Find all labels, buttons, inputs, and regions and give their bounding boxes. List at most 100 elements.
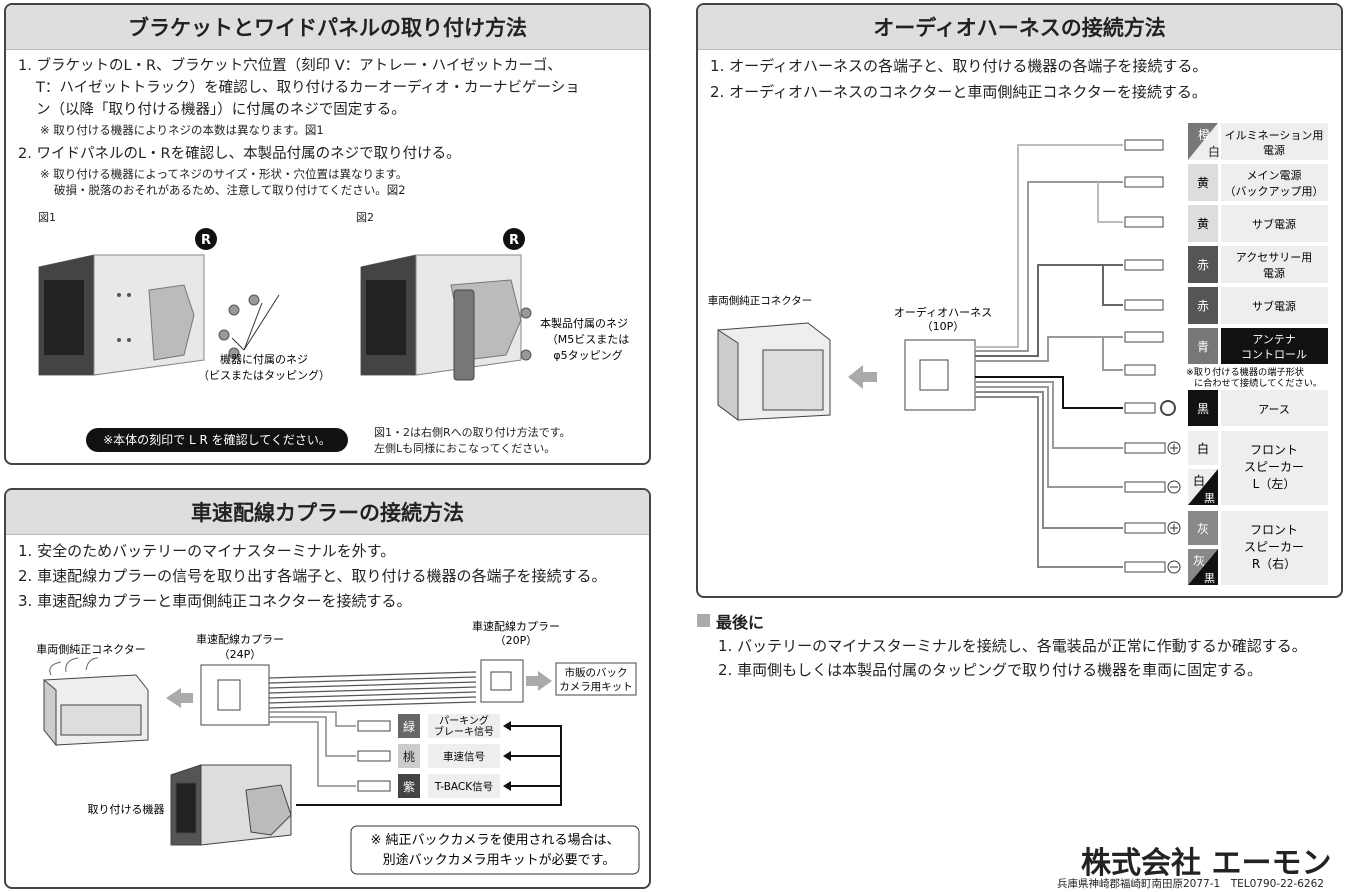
speaker-l-label-1: フロント	[1250, 443, 1298, 457]
final-step2: 2. 車両側もしくは本製品付属のタッピングで取り付ける機器を車両に固定する。	[718, 661, 1263, 679]
wire-color-1: 緑	[403, 719, 415, 734]
row4-color: 赤	[1197, 258, 1209, 272]
coupler20-label: 車速配線カプラー	[472, 620, 560, 633]
audio-row-7: 黒 アース	[1188, 390, 1328, 426]
row2-label-2: （バックアップ用）	[1225, 185, 1324, 198]
audio-row-5: 赤 サブ電源	[1188, 287, 1328, 324]
speaker-r-minus-color-a: 灰	[1193, 554, 1205, 568]
audio-row-2: 黄 メイン電源 （バックアップ用）	[1188, 164, 1328, 201]
fig1-r-mark: R	[201, 233, 211, 248]
speed-coupler-panel: 車速配線カプラーの接続方法 1. 安全のためバッテリーのマイナスターミナルを外す…	[4, 488, 651, 889]
lr-check-badge-text: ※本体の刻印で L R を確認してください。	[103, 433, 331, 447]
speaker-l-label-2: スピーカー	[1244, 460, 1304, 474]
lr-check-badge: ※本体の刻印で L R を確認してください。	[86, 428, 348, 452]
coupler20-pins: （20P）	[495, 634, 538, 647]
fig2-screw-label-2: （M5ビスまたは	[547, 333, 630, 346]
audio-diagram: 車両側純正コネクター オーディオハーネス （10P）	[708, 123, 1328, 585]
wire-color-box-1	[398, 714, 420, 738]
speed-diagram: 車両側純正コネクター 車速配線カプラー （24P） 車速配線カプラー （20P）	[36, 620, 640, 875]
terminal-note-1: ※取り付ける機器の端子形状	[1186, 366, 1304, 378]
wire-label-3: T-BACK信号	[434, 781, 493, 793]
final-marker	[697, 614, 710, 627]
wire-color-2: 桃	[403, 749, 415, 764]
bracket-step1-line2: T：ハイゼットトラック）を確認し、取り付けるカーオーディオ・カーナビゲーショ	[36, 80, 580, 96]
wire-label-box-1	[428, 714, 500, 738]
speaker-l-plus-color: 白	[1197, 441, 1209, 456]
speed-step3: 3. 車速配線カプラーと車両側純正コネクターを接続する。	[18, 592, 412, 610]
bracket-step2-note1: ※ 取り付ける機器によってネジのサイズ・形状・穴位置は異なります。	[40, 167, 408, 181]
speaker-r-label-2: スピーカー	[1244, 540, 1304, 554]
bracket-title: ブラケットとワイドパネルの取り付け方法	[6, 5, 649, 50]
speaker-left-group: 白 白 黒 フロント スピーカー L（左）	[1188, 431, 1328, 505]
row6-color: 青	[1197, 340, 1209, 354]
speed-device-label: 取り付ける機器	[88, 802, 165, 816]
final-title: 最後に	[716, 613, 765, 632]
speed-vehicle-connector-label: 車両側純正コネクター	[36, 642, 146, 656]
audio-step1: 1. オーディオハーネスの各端子と、取り付ける機器の各端子を接続する。	[710, 57, 1208, 75]
audio-row-6: 青 アンテナ コントロール	[1188, 328, 1328, 364]
speed-vehicle-connector	[43, 674, 149, 747]
wire-label-box-3	[428, 774, 500, 798]
speaker-l-minus-color-a: 白	[1193, 473, 1205, 488]
bracket-step1-line3: ン（以降「取り付ける機器」）に付属のネジで固定する。	[36, 102, 406, 118]
camera-kit-line2: カメラ用キット	[559, 681, 633, 693]
fig2-label: 図2	[356, 211, 374, 224]
audio-row-4: 赤 アクセサリー用 電源	[1188, 246, 1328, 283]
row5-label: サブ電源	[1252, 299, 1296, 313]
bracket-step1-note: ※ 取り付ける機器によりネジの本数は異なります。図1	[40, 123, 324, 137]
figure-note-1: 図1・2は右側Rへの取り付け方法です。	[374, 426, 571, 439]
speed-step1: 1. 安全のためバッテリーのマイナスターミナルを外す。	[18, 542, 396, 560]
row5-color: 赤	[1197, 299, 1209, 313]
speaker-l-minus-color-b: 黒	[1204, 492, 1215, 505]
fig2-screw-label-3: φ5タッピング	[553, 348, 622, 362]
row1-color-b: 白	[1208, 144, 1220, 159]
speed-step2: 2. 車速配線カプラーの信号を取り出す各端子と、取り付ける機器の各端子を接続する…	[18, 567, 607, 585]
row3-label: サブ電源	[1252, 217, 1296, 231]
speaker-r-minus-color-b: 黒	[1204, 572, 1215, 585]
fig1-screw-label-2: （ビスまたはタッピング）	[198, 368, 330, 382]
row4-label-2: 電源	[1263, 266, 1285, 280]
audio-vehicle-connector	[717, 322, 831, 421]
audio-harness-label: オーディオハーネス	[894, 305, 992, 319]
row1-label-2: 電源	[1263, 143, 1285, 157]
camera-kit-line1: 市販のバック	[565, 666, 628, 679]
wire-label-1-line1: パーキング	[439, 714, 489, 727]
camera-kit-box	[555, 662, 637, 696]
row3-color: 黄	[1197, 217, 1209, 231]
speaker-right-group: 灰 灰 黒 フロント スピーカー R（右）	[1188, 511, 1328, 585]
speed-device-illustration	[170, 764, 292, 846]
wire-label-2: 車速信号	[443, 750, 485, 763]
final-step1: 1. バッテリーのマイナスターミナルを接続し、各電装品が正常に作動するか確認する…	[718, 637, 1307, 655]
camera-note-box	[350, 825, 640, 875]
bracket-step1-line1: 1. ブラケットのL・R、ブラケット穴位置（刻印 V：アトレー・ハイゼットカーゴ…	[18, 58, 562, 74]
audio-vehicle-connector-label: 車両側純正コネクター	[708, 294, 813, 307]
row1-color-a: 橙	[1198, 127, 1210, 142]
bracket-step2: 2. ワイドパネルのL・Rを確認し、本製品付属のネジで取り付ける。	[18, 146, 461, 162]
camera-note-line1: ※ 純正バックカメラを使用される場合は、	[370, 832, 619, 848]
row7-label: アース	[1258, 403, 1290, 416]
coupler24-pins: （24P）	[219, 648, 262, 661]
fig2-illustration: R 本製品付属のネジ （M5ビスまたは φ5タッピング	[360, 228, 630, 381]
speaker-r-label-3: R（右）	[1252, 556, 1296, 571]
company-logo: 株式会社 エーモン	[1081, 846, 1332, 881]
wire-color-3: 紫	[403, 780, 415, 794]
wire-label-box-2	[428, 744, 500, 768]
wire-label-1-line2: ブレーキ信号	[434, 725, 494, 738]
audio-harness-pins: （10P）	[922, 320, 965, 333]
wire-color-box-2	[398, 744, 420, 768]
row1-label-1: イルミネーション用	[1225, 129, 1324, 142]
row2-color: 黄	[1197, 176, 1209, 190]
fig2-screw-label-1: 本製品付属のネジ	[540, 316, 628, 330]
speaker-r-label-1: フロント	[1250, 523, 1298, 537]
row7-color: 黒	[1197, 402, 1209, 416]
audio-step2: 2. オーディオハーネスのコネクターと車両側純正コネクターを接続する。	[710, 83, 1207, 101]
fig1-illustration: R 機器に付属のネジ （ビスまたはタッピング）	[38, 228, 330, 382]
audio-harness-title: オーディオハーネスの接続方法	[698, 5, 1341, 50]
figure-note-2: 左側Lも同様におこなってください。	[374, 442, 556, 455]
bracket-panel: ブラケットとワイドパネルの取り付け方法 1. ブラケットのL・R、ブラケット穴位…	[4, 3, 651, 465]
audio-row-1: 橙 白 イルミネーション用 電源	[1188, 123, 1328, 160]
bracket-step2-note2: 破損・脱落のおそれがあるため、注意して取り付けてください。図2	[54, 183, 406, 197]
audio-harness-panel: オーディオハーネスの接続方法 1. オーディオハーネスの各端子と、取り付ける機器…	[696, 3, 1343, 598]
terminal-note-2: に合わせて接続してください。	[1194, 377, 1322, 389]
coupler24-label: 車速配線カプラー	[196, 632, 284, 646]
